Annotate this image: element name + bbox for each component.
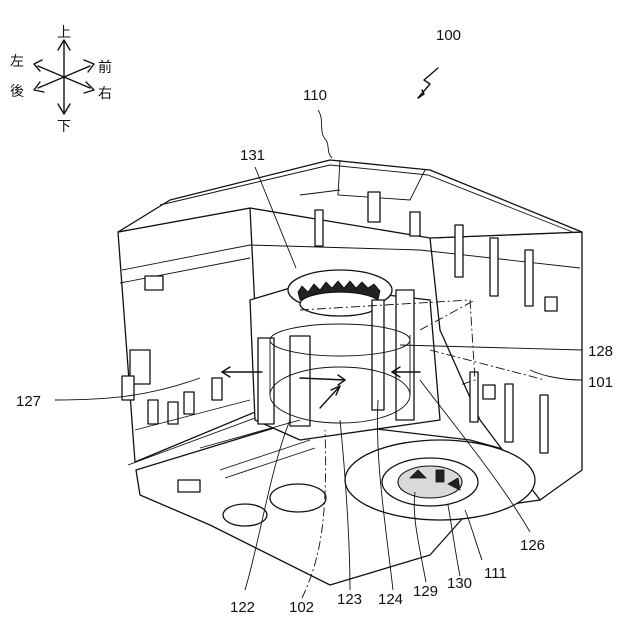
ref-100: 100 [436, 27, 461, 44]
direction-front-label: 前 [98, 59, 112, 76]
ref-129: 129 [413, 583, 438, 600]
direction-down-label: 下 [57, 119, 71, 135]
direction-left-label: 左 [10, 54, 24, 70]
ref-102: 102 [289, 599, 314, 616]
ref-127: 127 [16, 393, 41, 410]
direction-back-label: 後 [10, 84, 24, 100]
ref-130: 130 [447, 575, 472, 592]
direction-compass: 上 下 左 後 前 右 [10, 25, 112, 135]
ref-122: 122 [230, 599, 255, 616]
ref-101: 101 [588, 374, 613, 391]
ref-123: 123 [337, 591, 362, 608]
ref-111: 111 [484, 565, 507, 582]
ref-128: 128 [588, 343, 613, 360]
ref-110: 110 [303, 87, 327, 104]
direction-up-label: 上 [57, 25, 71, 41]
ref-124: 124 [378, 591, 403, 608]
ref-126: 126 [520, 537, 545, 554]
direction-right-label: 右 [98, 86, 112, 102]
ref-131: 131 [240, 147, 265, 164]
